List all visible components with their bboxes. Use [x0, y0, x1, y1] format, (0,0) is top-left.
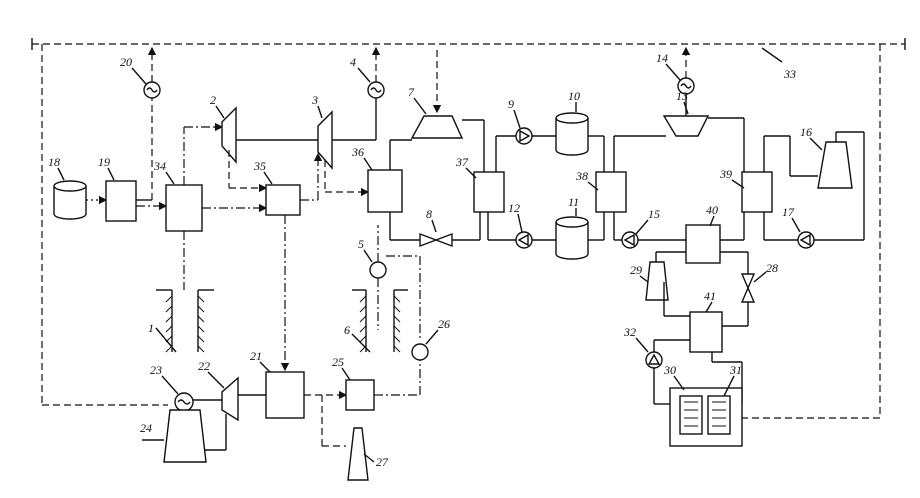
- turbine-22: [222, 378, 238, 420]
- label-11: 11: [568, 195, 579, 209]
- thermal-storage-30: [670, 388, 742, 446]
- unit-25: [346, 380, 374, 410]
- heat-exchanger-40: [686, 225, 720, 263]
- valve-8: [420, 234, 452, 246]
- label-15: 15: [648, 207, 660, 221]
- cooling-tower-24: [164, 410, 206, 462]
- label-13: 13: [676, 89, 688, 103]
- label-21: 21: [250, 349, 262, 363]
- heat-exchanger-37: [474, 172, 504, 212]
- unit-21: [266, 372, 304, 418]
- unit-19: [106, 181, 136, 221]
- unit-35: [266, 185, 300, 215]
- label-30: 30: [663, 363, 676, 377]
- generator-4: [368, 48, 384, 140]
- turbine-3: [318, 112, 376, 168]
- heat-exchanger-39: [742, 172, 772, 212]
- label-20: 20: [120, 55, 132, 69]
- pump-17: [798, 232, 814, 248]
- tank-11: [556, 217, 588, 259]
- label-3: 3: [311, 93, 318, 107]
- label-24: 24: [140, 421, 152, 435]
- label-40: 40: [706, 203, 718, 217]
- label-5: 5: [358, 237, 364, 251]
- label-14: 14: [656, 51, 668, 65]
- label-25: 25: [332, 355, 344, 369]
- compressor-7: [412, 116, 462, 138]
- label-34: 34: [153, 159, 166, 173]
- label-10: 10: [568, 89, 580, 103]
- storage-tank-18: [54, 181, 86, 219]
- label-36: 36: [351, 145, 364, 159]
- cooling-tower-16: [818, 142, 852, 188]
- label-17: 17: [782, 205, 795, 219]
- pump-26: [412, 344, 428, 360]
- label-38: 38: [575, 169, 588, 183]
- unit-41: [690, 312, 722, 352]
- generator-23: [175, 393, 193, 411]
- pump-15: [622, 232, 638, 248]
- label-28: 28: [766, 261, 778, 275]
- label-23: 23: [150, 363, 162, 377]
- label-32: 32: [623, 325, 636, 339]
- turbine-2: [222, 108, 318, 162]
- turbine-13: [664, 116, 708, 136]
- label-4: 4: [350, 55, 356, 69]
- label-37: 37: [455, 155, 469, 169]
- valve-28: [742, 274, 754, 302]
- tank-10: [556, 113, 588, 155]
- heat-exchanger-38: [596, 172, 626, 212]
- generator-20: [144, 48, 160, 98]
- label-12: 12: [508, 201, 520, 215]
- generator-14: [678, 48, 694, 94]
- label-33: 33: [783, 67, 796, 81]
- unit-34: [166, 185, 202, 231]
- label-22: 22: [198, 359, 210, 373]
- label-39: 39: [719, 167, 732, 181]
- label-29: 29: [630, 263, 642, 277]
- label-27: 27: [376, 455, 389, 469]
- label-18: 18: [48, 155, 60, 169]
- heat-exchanger-36: [368, 170, 402, 212]
- pump-5: [370, 262, 386, 278]
- pump-32: [646, 352, 662, 368]
- label-41: 41: [704, 289, 716, 303]
- power-bus-33: [32, 38, 905, 418]
- production-well-1: [156, 290, 214, 352]
- pump-9: [516, 128, 532, 144]
- label-6: 6: [344, 323, 350, 337]
- label-19: 19: [98, 155, 110, 169]
- pump-12: [516, 232, 532, 248]
- label-8: 8: [426, 207, 432, 221]
- label-16: 16: [800, 125, 812, 139]
- label-26: 26: [438, 317, 450, 331]
- label-2: 2: [210, 93, 216, 107]
- label-1: 1: [148, 321, 154, 335]
- label-7: 7: [408, 85, 415, 99]
- label-35: 35: [253, 159, 266, 173]
- label-9: 9: [508, 97, 514, 111]
- label-31: 31: [729, 363, 742, 377]
